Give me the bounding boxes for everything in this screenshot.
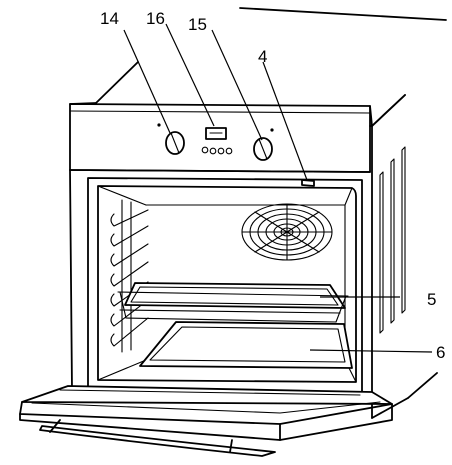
display-window xyxy=(205,127,227,140)
right-knob[interactable] xyxy=(253,128,274,161)
door-handle[interactable] xyxy=(39,419,276,457)
callout-14: 14 xyxy=(100,9,119,28)
callout-5: 5 xyxy=(427,290,436,309)
callout-15: 15 xyxy=(188,15,207,34)
fan-cover xyxy=(241,203,333,261)
oven-body xyxy=(69,94,409,419)
left-knob[interactable] xyxy=(157,123,185,155)
door-latch xyxy=(301,179,315,187)
callout-6: 6 xyxy=(436,343,445,362)
baking-tray xyxy=(117,282,349,323)
timer-buttons[interactable] xyxy=(201,146,233,155)
callout-leaders xyxy=(123,23,433,353)
control-panel xyxy=(157,123,315,187)
oven-door[interactable] xyxy=(19,385,393,457)
callout-labels: 14 16 15 4 5 6 xyxy=(100,9,445,362)
drip-pan xyxy=(139,321,353,369)
callout-4: 4 xyxy=(258,47,267,66)
callout-16: 16 xyxy=(146,9,165,28)
shelf-supports xyxy=(110,199,149,353)
